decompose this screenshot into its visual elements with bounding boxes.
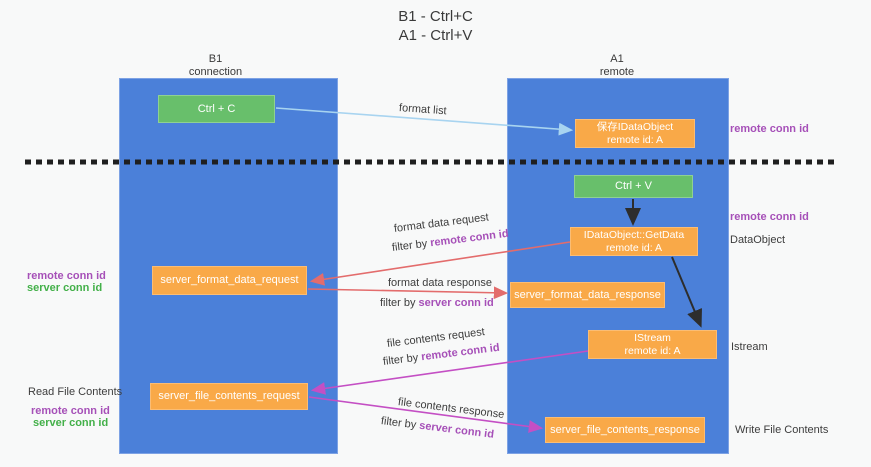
dataobject-annotation: DataObject: [730, 234, 786, 246]
ctrl-c-label: Ctrl + C: [197, 102, 236, 115]
getdata-label: IDataObject::GetData: [583, 228, 685, 241]
server-file-contents-request-node: server_file_contents_request: [150, 383, 308, 410]
ctrl-c-node: Ctrl + C: [158, 95, 275, 123]
server-conn-id-annotation-left2: server conn id: [33, 417, 109, 429]
ctrl-v-label: Ctrl + V: [615, 180, 652, 192]
idataobject-getdata-node: IDataObject::GetData remote id: A: [570, 227, 698, 256]
filter-by-text: filter by: [380, 415, 417, 432]
save-idataobject-label: 保存IDataObject: [596, 120, 674, 133]
remote-conn-id-filter-text: remote conn id: [420, 341, 501, 364]
lane-a1-subtitle: remote: [599, 66, 635, 78]
format-list-edge-label: format list: [398, 102, 447, 118]
server-conn-id-filter-text: server conn id: [418, 297, 494, 309]
lane-b1-name: B1: [208, 53, 223, 65]
server-format-data-response-node: server_format_data_response: [510, 282, 665, 308]
server-format-data-request-node: server_format_data_request: [152, 266, 307, 295]
title-line-1: B1 - Ctrl+C: [398, 8, 473, 25]
server-conn-id-filter-text: server conn id: [418, 419, 495, 441]
save-idataobject-remote-id: remote id: A: [606, 133, 664, 146]
filter-by-text: filter by: [380, 297, 416, 309]
server-file-contents-request-label: server_file_contents_request: [158, 390, 300, 402]
server-conn-id-annotation-left1: server conn id: [27, 282, 103, 294]
istream-node: IStream remote id: A: [588, 330, 717, 359]
server-file-contents-response-node: server_file_contents_response: [545, 417, 705, 443]
istream-label: IStream: [634, 331, 671, 344]
remote-conn-id-annotation-left2: remote conn id: [31, 405, 110, 417]
filter-by-server-conn-id-label-1: filter by server conn id: [380, 297, 494, 309]
remote-conn-id-annotation-mid: remote conn id: [730, 211, 809, 223]
remote-conn-id-annotation-left1: remote conn id: [27, 270, 106, 282]
getdata-remote-id: remote id: A: [605, 241, 663, 254]
filter-by-server-conn-id-label-2: filter by server conn id: [380, 415, 494, 441]
lane-a1-name: A1: [610, 53, 624, 65]
filter-by-text: filter by: [382, 351, 419, 368]
lane-b1-subtitle: connection: [188, 66, 243, 78]
file-contents-response-edge-label: file contents response: [397, 396, 505, 421]
remote-conn-id-annotation-top: remote conn id: [730, 123, 809, 135]
ctrl-v-node: Ctrl + V: [574, 175, 693, 198]
read-file-contents-annotation: Read File Contents: [28, 386, 123, 398]
write-file-contents-annotation: Write File Contents: [735, 424, 829, 436]
save-idataobject-node: 保存IDataObject remote id: A: [575, 119, 695, 148]
server-format-data-response-label: server_format_data_response: [514, 288, 661, 301]
server-file-contents-response-label: server_file_contents_response: [550, 423, 700, 436]
lane-header-b1: B1 connection: [107, 53, 324, 79]
istream-remote-id: remote id: A: [624, 344, 681, 357]
istream-annotation: Istream: [731, 341, 768, 353]
filter-by-text: filter by: [391, 237, 428, 254]
server-format-data-request-label: server_format_data_request: [160, 274, 299, 286]
lane-header-a1: A1 remote: [507, 53, 727, 79]
format-data-response-edge-label: format data response: [388, 277, 492, 289]
diagram-title: B1 - Ctrl+C A1 - Ctrl+V: [0, 7, 871, 45]
title-line-2: A1 - Ctrl+V: [398, 27, 473, 44]
remote-conn-id-filter-text: remote conn id: [429, 227, 510, 250]
